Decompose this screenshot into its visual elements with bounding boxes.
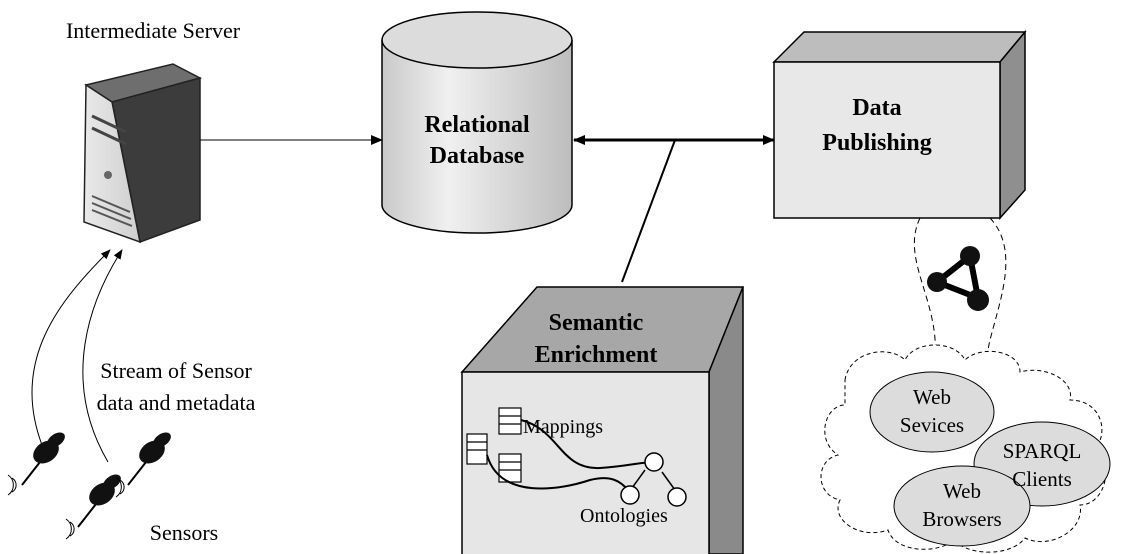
sensor-stream-arrow-1 [31,249,111,446]
data-publishing-label-line2: Publishing [822,130,931,156]
semantic-web-logo-icon [927,246,989,311]
relational-database-label-line1: Relational [424,112,530,138]
ontology-nodes [620,452,687,507]
server-tower-icon [83,63,203,244]
sparql-clients-label-line2: Clients [1012,467,1072,491]
web-browsers-label-line2: Browsers [922,507,1001,531]
data-publishing-box [772,29,1027,220]
mappings-label: Mappings [523,416,603,438]
semantic-enrichment-label-line2: Enrichment [535,342,658,368]
relational-database-label-line2: Database [430,143,525,169]
stream-label-line2: data and metadata [97,390,256,415]
database-cylinder-icon [381,11,573,234]
web-browsers-label-line1: Web [943,479,981,503]
intermediate-server-label: Intermediate Server [66,18,241,43]
sensors-label: Sensors [150,520,218,545]
semantic-connector-line [621,139,676,283]
stream-label-line1: Stream of Sensor [100,358,252,383]
web-browsers-bubble [893,465,1031,547]
sparql-clients-label-line1: SPARQL [1003,439,1082,463]
ontologies-label: Ontologies [580,505,668,527]
ontology-graph-icon [486,419,676,493]
web-services-bubble [869,371,995,453]
web-services-label-line2: Sevices [900,413,964,437]
web-services-label-line1: Web [913,385,951,409]
pushpin-sensor-icon [7,432,65,496]
pushpin-sensor-icon [115,432,171,498]
mapping-tables-icon [466,407,522,483]
data-publishing-label-line1: Data [852,95,901,121]
pushpin-sensor-icon [65,474,121,540]
semantic-enrichment-label-line1: Semantic [549,310,644,336]
sensor-stream-arrow-2 [82,249,123,463]
